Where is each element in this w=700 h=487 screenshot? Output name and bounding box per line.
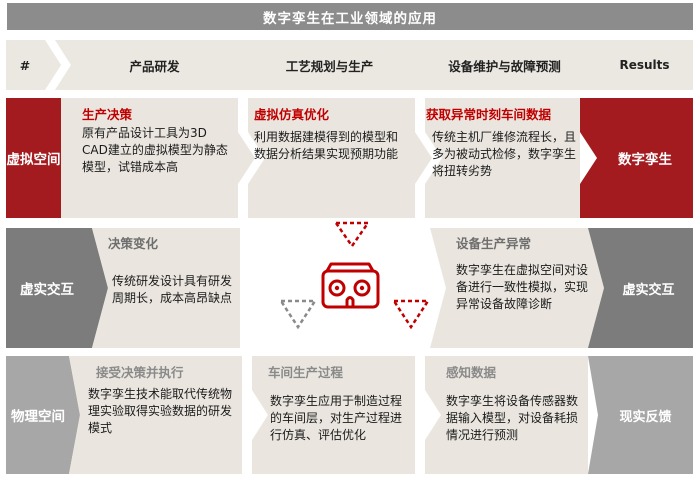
cell-body: 数字孪生将设备传感器数据输入模型，对设备耗损情况进行预测 xyxy=(446,394,579,442)
cell-body: 数字孪生在虚拟空间对设备进行一致性模拟，实现异常设备故障诊断 xyxy=(456,263,589,311)
cell-body: 数字孪生应用于制造过程的车间层，对生产过程进行仿真、评估优化 xyxy=(270,394,403,442)
cell-body: 利用数据建模得到的模型和数据分析结果实现预期功能 xyxy=(254,130,399,161)
header-row xyxy=(6,40,693,90)
cell-title: 决策变化 xyxy=(108,236,159,251)
cell-title: 车间生产过程 xyxy=(268,365,344,380)
down-triangle-icon xyxy=(333,221,371,249)
header-results: Results xyxy=(619,58,670,72)
result-digital-twin: 数字孪生 xyxy=(618,152,672,168)
cell-body: 传统研发设计具有研发周期长，成本高昂缺点 xyxy=(112,274,233,305)
header-maintenance: 设备维护与故障预测 xyxy=(448,58,561,74)
cell-title: 获取异常时刻车间数据 xyxy=(426,107,552,122)
row-label-virtual-space: 虚拟空间 xyxy=(6,152,61,168)
cell-body: 传统主机厂维修流程长，且多为被动式检修，数字孪生将扭转劣势 xyxy=(432,130,577,178)
row-label-virtual-real: 虚实交互 xyxy=(20,282,74,298)
header-product-rd: 产品研发 xyxy=(129,58,180,74)
row-1-shapes xyxy=(6,98,693,218)
cell-body: 数字孪生技术能取代传统物理实验取得实验数据的研发模式 xyxy=(88,387,233,435)
header-process-planning: 工艺规划与生产 xyxy=(285,58,374,74)
cell-title: 感知数据 xyxy=(446,365,497,380)
result-virtual-real: 虚实交互 xyxy=(622,282,675,298)
down-triangle-icon xyxy=(278,299,318,330)
page-title: 数字孪生在工业领域的应用 xyxy=(7,3,693,30)
cell-title: 接受决策并执行 xyxy=(96,365,184,380)
cell-title: 设备生产异常 xyxy=(456,236,532,251)
row-2-shapes xyxy=(6,228,693,348)
vr-headset-icon xyxy=(321,262,380,309)
cell-body: 原有产品设计工具为3D CAD建立的虚拟模型为静态模型，试错成本高 xyxy=(82,126,228,174)
cell-title: 虚拟仿真优化 xyxy=(254,107,330,122)
header-num: # xyxy=(19,57,31,73)
row-3-shapes xyxy=(6,356,693,474)
down-triangle-icon xyxy=(391,299,431,330)
result-real-feedback: 现实反馈 xyxy=(619,409,672,425)
cell-title: 生产决策 xyxy=(82,107,133,122)
row-label-physical-space: 物理空间 xyxy=(11,409,65,425)
